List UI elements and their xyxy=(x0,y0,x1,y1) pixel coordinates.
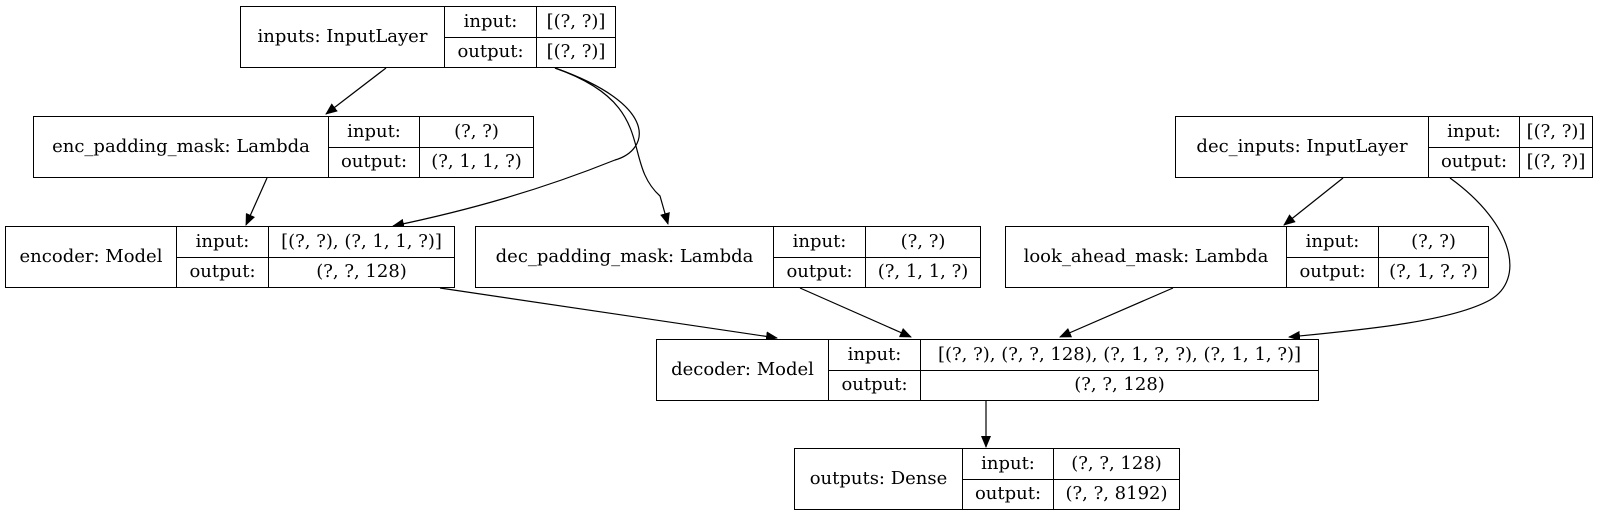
node-outputs-labels: input: output: xyxy=(963,449,1054,509)
node-dec-inputs-input-value: [(?, ?)] xyxy=(1520,117,1592,148)
node-enc-padding-mask: enc_padding_mask: Lambda input: output: … xyxy=(33,116,534,178)
node-enc-padding-mask-input-label: input: xyxy=(329,117,419,148)
edge-enc-padding-mask-to-encoder xyxy=(245,177,268,226)
node-encoder-output-value: (?, ?, 128) xyxy=(316,261,407,283)
node-encoder-output-label: output: xyxy=(189,261,256,283)
node-dec-padding-mask: dec_padding_mask: Lambda input: output: … xyxy=(475,226,981,288)
node-outputs-input-label: input: xyxy=(963,449,1053,480)
node-inputs-values: [(?, ?)] [(?, ?)] xyxy=(537,7,615,67)
node-decoder-input-label: input: xyxy=(829,340,920,371)
node-enc-padding-mask-name: enc_padding_mask: Lambda xyxy=(34,117,329,177)
node-look-ahead-mask-values: (?, ?) (?, 1, ?, ?) xyxy=(1379,227,1488,287)
node-enc-padding-mask-output-label: output: xyxy=(340,151,408,173)
node-outputs: outputs: Dense input: output: (?, ?, 128… xyxy=(794,448,1180,510)
node-dec-inputs-output-value: [(?, ?)] xyxy=(1526,151,1586,173)
node-encoder-input-label: input: xyxy=(177,227,268,258)
node-decoder-input-value: [(?, ?), (?, ?, 128), (?, 1, ?, ?), (?, … xyxy=(921,340,1318,371)
node-inputs-output-label: output: xyxy=(457,41,524,63)
node-encoder-input-value: [(?, ?), (?, 1, 1, ?)] xyxy=(269,227,454,258)
node-outputs-output-value: (?, ?, 8192) xyxy=(1065,483,1168,505)
node-encoder-labels: input: output: xyxy=(177,227,269,287)
node-inputs-labels: input: output: xyxy=(445,7,537,67)
node-look-ahead-mask-input-label: input: xyxy=(1287,227,1378,258)
node-enc-padding-mask-values: (?, ?) (?, 1, 1, ?) xyxy=(420,117,533,177)
node-decoder: decoder: Model input: output: [(?, ?), (… xyxy=(656,339,1319,401)
node-outputs-output-label: output: xyxy=(974,483,1042,505)
node-look-ahead-mask-name: look_ahead_mask: Lambda xyxy=(1006,227,1287,287)
edge-look-ahead-mask-to-decoder xyxy=(1059,287,1174,338)
node-dec-padding-mask-output-label: output: xyxy=(786,261,853,283)
edge-dec-inputs-to-look-ahead-mask xyxy=(1283,177,1344,226)
node-look-ahead-mask-labels: input: output: xyxy=(1287,227,1379,287)
node-dec-inputs-values: [(?, ?)] [(?, ?)] xyxy=(1520,117,1592,177)
node-look-ahead-mask-input-value: (?, ?) xyxy=(1379,227,1488,258)
node-encoder-name: encoder: Model xyxy=(6,227,177,287)
node-dec-padding-mask-name: dec_padding_mask: Lambda xyxy=(476,227,774,287)
node-look-ahead-mask-output-value: (?, 1, ?, ?) xyxy=(1389,261,1478,283)
node-dec-inputs-labels: input: output: xyxy=(1429,117,1520,177)
node-inputs-output-value: [(?, ?)] xyxy=(546,41,606,63)
node-dec-inputs: dec_inputs: InputLayer input: output: [(… xyxy=(1175,116,1593,178)
node-outputs-values: (?, ?, 128) (?, ?, 8192) xyxy=(1054,449,1179,509)
node-dec-inputs-name: dec_inputs: InputLayer xyxy=(1176,117,1429,177)
node-decoder-name: decoder: Model xyxy=(657,340,829,400)
node-encoder: encoder: Model input: output: [(?, ?), (… xyxy=(5,226,455,288)
node-look-ahead-mask-output-label: output: xyxy=(1299,261,1366,283)
node-inputs-input-value: [(?, ?)] xyxy=(537,7,615,38)
node-outputs-input-value: (?, ?, 128) xyxy=(1054,449,1179,480)
node-dec-padding-mask-labels: input: output: xyxy=(774,227,866,287)
node-look-ahead-mask: look_ahead_mask: Lambda input: output: (… xyxy=(1005,226,1489,288)
node-dec-padding-mask-output-value: (?, 1, 1, ?) xyxy=(877,261,969,283)
node-outputs-name: outputs: Dense xyxy=(795,449,963,509)
node-dec-inputs-input-label: input: xyxy=(1429,117,1519,148)
node-dec-padding-mask-input-label: input: xyxy=(774,227,865,258)
node-decoder-values: [(?, ?), (?, ?, 128), (?, 1, ?, ?), (?, … xyxy=(921,340,1318,400)
node-dec-padding-mask-values: (?, ?) (?, 1, 1, ?) xyxy=(866,227,980,287)
node-inputs: inputs: InputLayer input: output: [(?, ?… xyxy=(240,6,616,68)
edge-dec-padding-mask-to-decoder xyxy=(799,287,912,338)
node-decoder-output-value: (?, ?, 128) xyxy=(1074,374,1165,396)
node-enc-padding-mask-labels: input: output: xyxy=(329,117,420,177)
edge-inputs-to-dec-padding-mask xyxy=(554,67,670,225)
node-decoder-labels: input: output: xyxy=(829,340,921,400)
edge-encoder-to-decoder xyxy=(439,287,778,342)
node-decoder-output-label: output: xyxy=(841,374,908,396)
node-dec-inputs-output-label: output: xyxy=(1440,151,1508,173)
node-enc-padding-mask-input-value: (?, ?) xyxy=(420,117,533,148)
edge-inputs-to-encoder xyxy=(392,67,640,229)
node-inputs-name: inputs: InputLayer xyxy=(241,7,445,67)
edge-dec-inputs-to-decoder xyxy=(1288,177,1511,341)
node-dec-padding-mask-input-value: (?, ?) xyxy=(866,227,980,258)
node-inputs-input-label: input: xyxy=(445,7,536,38)
node-encoder-values: [(?, ?), (?, 1, 1, ?)] (?, ?, 128) xyxy=(269,227,454,287)
node-enc-padding-mask-output-value: (?, 1, 1, ?) xyxy=(431,151,522,173)
edge-inputs-to-enc-padding-mask xyxy=(325,67,387,115)
